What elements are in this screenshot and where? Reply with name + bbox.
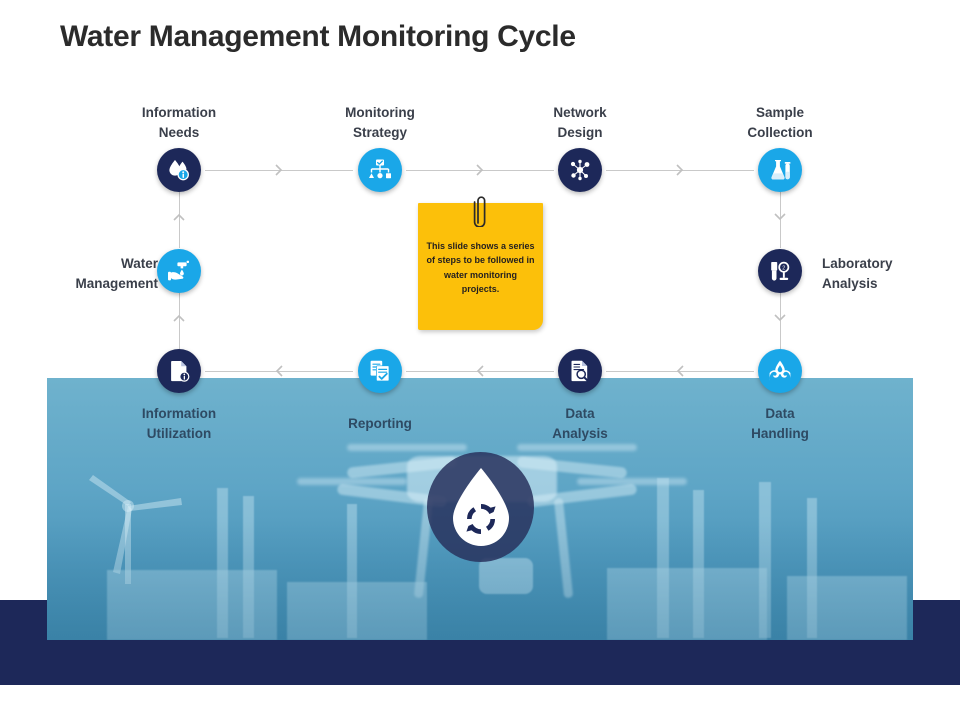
document-magnifier-icon xyxy=(571,360,589,382)
plant-structure xyxy=(787,576,907,640)
connector-line xyxy=(406,170,554,171)
org-chart-check-icon xyxy=(369,159,391,179)
step-label-monitoring-strategy: Monitoring Strategy xyxy=(345,105,415,140)
connector-arrow-right xyxy=(473,163,487,177)
connector-line xyxy=(205,170,353,171)
sticky-note-text: This slide shows a series of steps to be… xyxy=(426,241,535,295)
connector-arrow-left xyxy=(272,364,286,378)
faucet-hand-icon xyxy=(168,260,189,281)
connector-arrow-down xyxy=(773,210,787,224)
connector-line xyxy=(179,293,180,349)
connector-arrow-left xyxy=(473,364,487,378)
step-label-reporting: Reporting xyxy=(348,416,412,431)
connector-arrow-down xyxy=(773,311,787,325)
step-label-water-management: Water Management xyxy=(75,256,158,291)
step-label-network-design: Network Design xyxy=(553,105,607,140)
connector-line xyxy=(179,192,180,248)
step-label-laboratory-analysis: Laboratory Analysis xyxy=(822,256,893,291)
drone-rotor xyxy=(347,444,467,451)
plant-stack xyxy=(657,478,669,638)
connector-arrow-up xyxy=(172,210,186,224)
step-label-information-utilization: Information Utilization xyxy=(141,406,217,441)
water-drops-info-icon xyxy=(169,160,189,181)
step-label-data-analysis: Data Analysis xyxy=(552,406,608,441)
step-node-sample-collection[interactable] xyxy=(758,148,802,192)
drone-rotor xyxy=(297,478,407,485)
connector-arrow-up xyxy=(172,311,186,325)
step-node-water-management[interactable] xyxy=(157,249,201,293)
connector-line xyxy=(606,371,754,372)
connector-line xyxy=(205,371,353,372)
step-node-data-handling[interactable] xyxy=(758,349,802,393)
step-node-network-design[interactable] xyxy=(558,148,602,192)
plant-stack xyxy=(347,504,357,638)
connector-line xyxy=(606,170,754,171)
svg-text:2: 2 xyxy=(782,265,785,271)
connector-arrow-left xyxy=(673,364,687,378)
step-node-information-utilization[interactable] xyxy=(157,349,201,393)
drone-rotor xyxy=(577,478,687,485)
plant-structure xyxy=(287,582,427,640)
plant-stack xyxy=(807,498,817,638)
step-node-laboratory-analysis[interactable]: 2 xyxy=(758,249,802,293)
step-node-monitoring-strategy[interactable] xyxy=(358,148,402,192)
step-label-data-handling: Data Handling xyxy=(751,406,809,441)
step-node-information-needs[interactable] xyxy=(157,148,201,192)
drone-rotor xyxy=(517,444,637,451)
page-title: Water Management Monitoring Cycle xyxy=(60,20,576,53)
connector-line xyxy=(780,192,781,248)
hands-water-drop-icon xyxy=(769,360,791,381)
plant-stack xyxy=(243,496,254,638)
center-emblem xyxy=(427,452,534,562)
water-drop-recycle-icon xyxy=(452,468,509,546)
network-nodes-icon xyxy=(570,159,590,181)
plant-stack xyxy=(217,488,228,638)
connector-arrow-right xyxy=(673,163,687,177)
connector-line xyxy=(780,293,781,349)
plant-structure xyxy=(107,570,277,640)
step-label-sample-collection: Sample Collection xyxy=(747,105,813,140)
drone-camera xyxy=(479,558,533,594)
flask-test-tube-icon xyxy=(771,160,791,180)
microscope-test-tube-icon: 2 xyxy=(771,261,790,281)
plant-structure xyxy=(607,568,767,640)
paperclip-icon xyxy=(473,196,486,227)
plant-stack xyxy=(759,482,771,638)
plant-stack xyxy=(693,490,704,638)
connector-arrow-right xyxy=(272,163,286,177)
step-label-information-needs: Information Needs xyxy=(141,105,217,140)
step-node-data-analysis[interactable] xyxy=(558,349,602,393)
connector-line xyxy=(406,371,554,372)
sticky-note: This slide shows a series of steps to be… xyxy=(418,203,543,330)
step-node-reporting[interactable] xyxy=(358,349,402,393)
documents-check-icon xyxy=(370,360,390,382)
document-info-icon xyxy=(171,361,190,382)
wind-turbine-shape xyxy=(89,475,182,584)
